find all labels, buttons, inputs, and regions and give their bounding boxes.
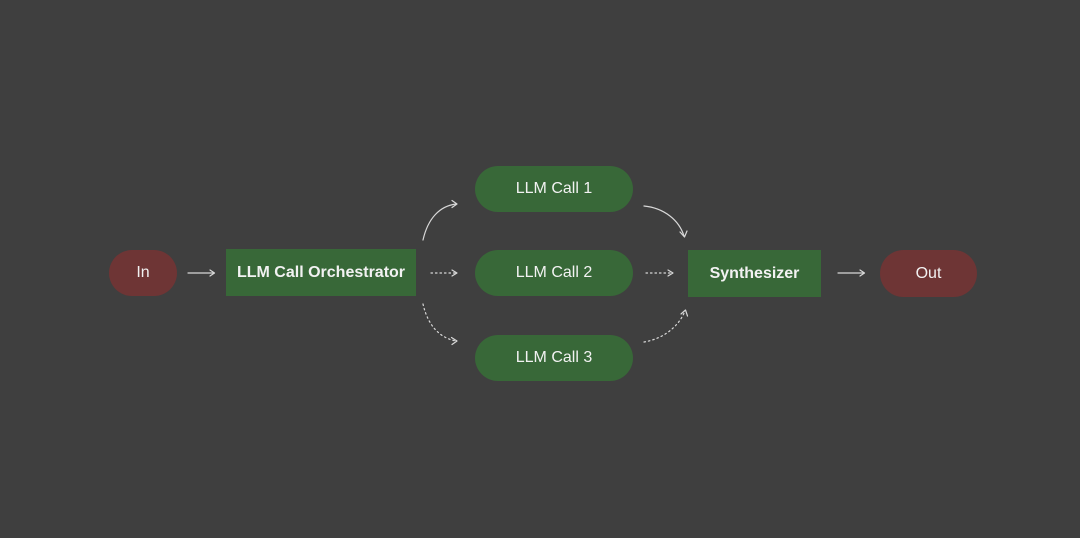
node-orchestrator-label: LLM Call Orchestrator xyxy=(236,263,406,281)
node-output-label: Out xyxy=(915,264,942,282)
node-llm-call-2-label: LLM Call 2 xyxy=(515,264,593,281)
node-llm-call-3: LLM Call 3 xyxy=(475,335,633,381)
node-input-label: In xyxy=(136,264,150,281)
edge-orchestrator-call2 xyxy=(430,269,458,277)
node-llm-call-1: LLM Call 1 xyxy=(475,166,633,212)
edge-orchestrator-call1 xyxy=(422,199,458,241)
edge-call2-synthesizer xyxy=(645,269,674,277)
edge-call1-synthesizer xyxy=(643,205,688,238)
node-orchestrator: LLM Call Orchestrator xyxy=(226,249,416,296)
edge-call3-synthesizer xyxy=(643,309,689,343)
node-llm-call-1-label: LLM Call 1 xyxy=(515,180,593,197)
edge-input-orchestrator xyxy=(187,269,216,277)
node-synthesizer-label: Synthesizer xyxy=(709,264,800,282)
node-llm-call-2: LLM Call 2 xyxy=(475,250,633,296)
node-synthesizer: Synthesizer xyxy=(688,250,821,297)
edge-orchestrator-call3 xyxy=(422,303,458,346)
node-llm-call-3-label: LLM Call 3 xyxy=(515,349,593,366)
node-input: In xyxy=(109,250,177,296)
node-output: Out xyxy=(880,250,977,297)
edge-synthesizer-output xyxy=(837,269,866,277)
